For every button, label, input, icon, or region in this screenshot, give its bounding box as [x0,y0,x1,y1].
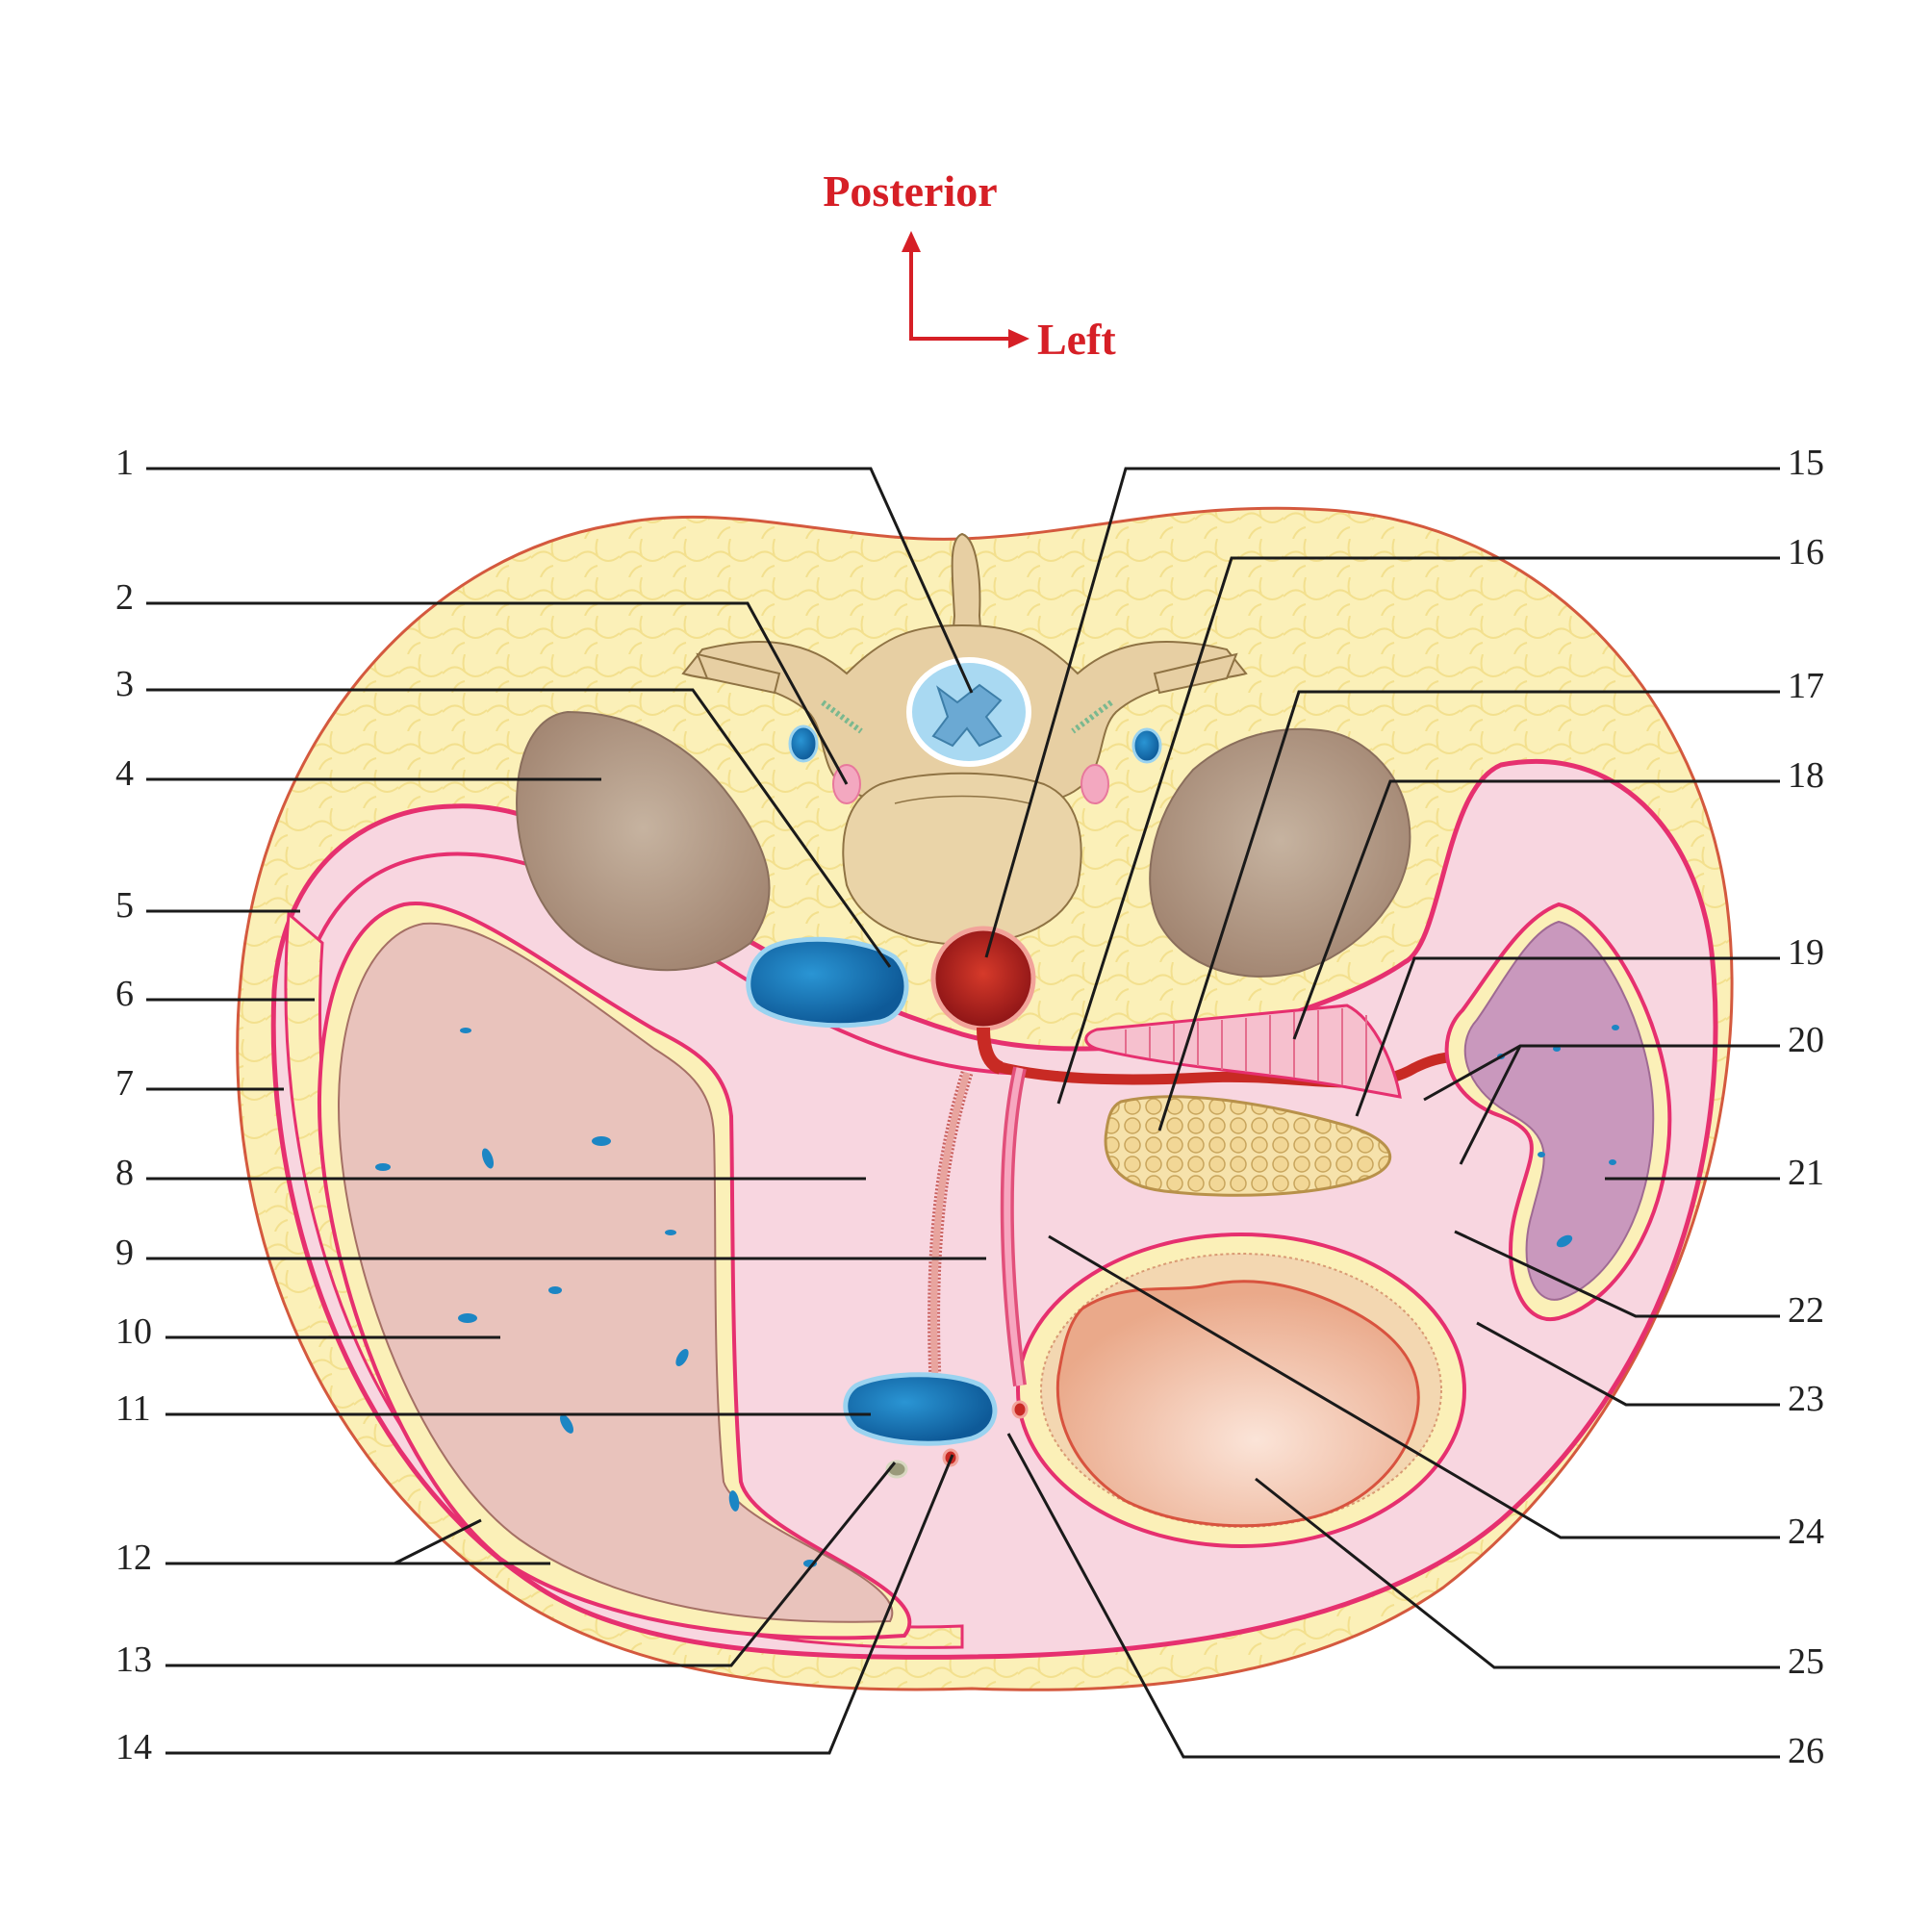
spinal-cord [931,683,1003,748]
label-26: 26 [1788,1731,1824,1771]
label-13: 13 [115,1640,152,1680]
label-20: 20 [1788,1020,1824,1060]
posterior-label: Posterior [823,166,997,216]
right-azygos-vein [788,724,819,763]
vertebral-body [842,772,1082,947]
liver [337,922,894,1623]
spleen [1463,920,1655,1301]
label-11: 11 [115,1388,151,1429]
label-9: 9 [115,1233,134,1273]
pancreas [1104,1095,1392,1197]
left-kidney [1149,727,1411,978]
label-14: 14 [115,1727,152,1767]
label-19: 19 [1788,932,1824,973]
right-kidney [516,710,771,972]
portal-vein [843,1372,998,1446]
label-6: 6 [115,974,134,1014]
label-24: 24 [1788,1512,1824,1552]
leader-lines-right [984,467,1780,1759]
label-10: 10 [115,1311,152,1352]
vertebral-body-rim [894,795,1030,804]
leader-lines-left [146,467,986,1755]
crus-striations [1125,1008,1367,1090]
orientation-indicator: Posterior Left [823,166,1116,364]
label-15: 15 [1788,443,1824,483]
label-3: 3 [115,664,134,704]
left-gastric-vessel-inner [930,1071,971,1382]
posterior-arrowhead-icon [902,231,921,252]
right-transverse-process [696,652,781,695]
left-arrowhead-icon [1008,329,1030,348]
hepatic-vessels [375,1028,817,1567]
labels-right: 15 16 17 18 19 20 21 22 23 24 25 26 [1788,443,1824,1771]
label-25: 25 [1788,1641,1824,1682]
inferior-vena-cava [746,936,909,1029]
label-12: 12 [115,1538,152,1578]
left-rib-joint [1071,699,1113,734]
splenic-vessels [1497,1025,1619,1248]
label-21: 21 [1788,1153,1824,1193]
stomach-mucosa [1055,1280,1420,1528]
left-label: Left [1037,315,1116,364]
labels-left: 1 2 3 4 5 6 7 8 9 10 11 12 13 14 [115,443,152,1767]
label-7: 7 [115,1063,134,1104]
label-1: 1 [115,443,134,483]
left-sympathetic-trunk [1080,764,1109,804]
label-5: 5 [115,885,134,926]
right-rib-joint [821,699,863,734]
label-2: 2 [115,577,134,618]
label-16: 16 [1788,532,1824,572]
left-gastric-artery [1011,1400,1029,1419]
label-17: 17 [1788,666,1824,706]
left-hemiazygos-vein [1131,727,1162,764]
label-8: 8 [115,1153,134,1193]
label-23: 23 [1788,1379,1824,1419]
left-crus-of-diaphragm [1084,1004,1402,1099]
vertebra [681,532,1248,947]
aorta [930,926,1036,1031]
hepatogastric-ligament-inner [1004,1067,1024,1386]
label-18: 18 [1788,755,1824,796]
label-4: 4 [115,753,134,794]
label-22: 22 [1788,1290,1824,1331]
